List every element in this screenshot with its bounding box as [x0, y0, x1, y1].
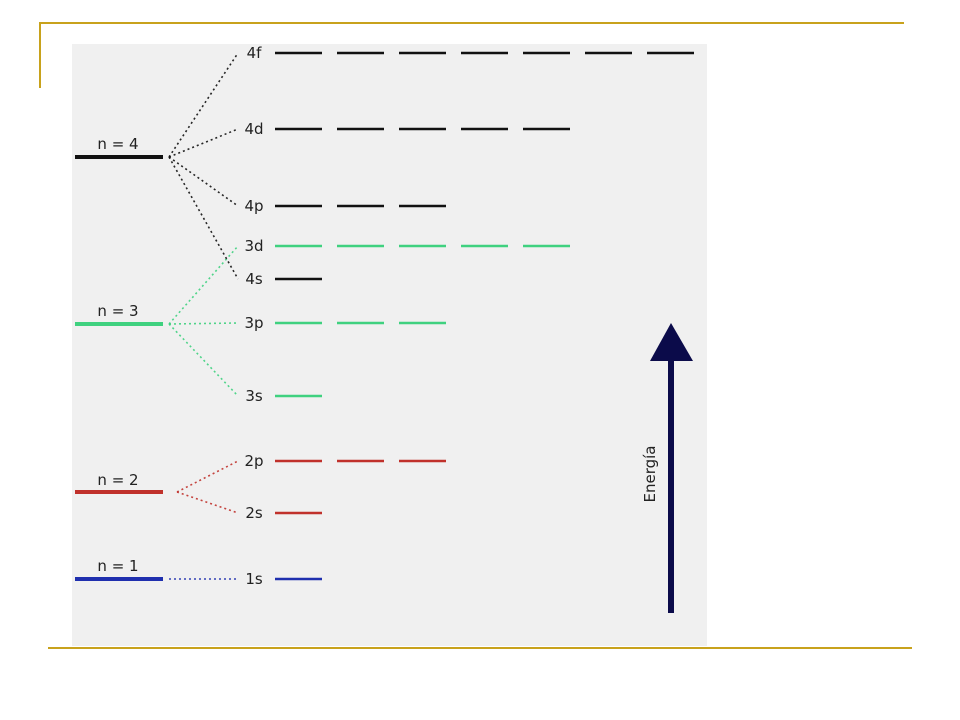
subshell-level: 3s	[245, 387, 322, 405]
connector-line	[176, 460, 239, 493]
connector-line	[168, 156, 239, 280]
connector-line	[168, 322, 239, 325]
subshell-label: 2s	[245, 504, 263, 522]
subshell-level: 4f	[247, 44, 694, 62]
energy-axis-label: Energía	[641, 446, 659, 503]
energy-level-figure: n = 1 n = 2 n = 3 n = 4 1s 2s 2p 3s 3p 3d 4s 4p 4d 4…	[72, 44, 707, 646]
subshell-level: 1s	[245, 570, 322, 588]
subshell-level: 4s	[245, 270, 322, 288]
connector-line	[168, 52, 239, 158]
shell-label: n = 4	[97, 135, 138, 153]
left-rule	[39, 22, 41, 88]
subshell-level: 3d	[244, 237, 570, 255]
energy-arrow: Energía	[641, 323, 693, 613]
subshell-label: 4d	[244, 120, 263, 138]
energy-arrow-head	[650, 323, 693, 361]
energy-level-diagram: n = 1 n = 2 n = 3 n = 4 1s 2s 2p 3s 3p 3d 4s 4p 4d 4…	[75, 44, 694, 613]
subshell-levels: 1s 2s 2p 3s 3p 3d 4s 4p 4d 4f	[244, 44, 694, 588]
connector-line	[168, 128, 239, 158]
shell-level: n = 4	[75, 135, 163, 159]
shell-levels: n = 1 n = 2 n = 3 n = 4	[75, 135, 163, 581]
subshell-level: 2s	[245, 504, 322, 522]
subshell-label: 4p	[244, 197, 263, 215]
subshell-label: 3d	[244, 237, 263, 255]
subshell-level: 4d	[244, 120, 570, 138]
bottom-rule	[48, 647, 912, 649]
shell-level: n = 1	[75, 557, 163, 581]
connector-lines	[168, 52, 239, 580]
subshell-label: 4s	[245, 270, 263, 288]
connector-line	[176, 491, 239, 514]
subshell-label: 2p	[244, 452, 263, 470]
connector-line	[168, 156, 239, 207]
shell-label: n = 2	[97, 471, 138, 489]
subshell-label: 1s	[245, 570, 263, 588]
shell-level: n = 3	[75, 302, 163, 326]
subshell-label: 3s	[245, 387, 263, 405]
shell-label: n = 3	[97, 302, 138, 320]
subshell-label: 4f	[247, 44, 263, 62]
connector-line	[168, 323, 239, 397]
subshell-level: 4p	[244, 197, 446, 215]
connector-line	[168, 245, 239, 325]
subshell-level: 2p	[244, 452, 446, 470]
subshell-level: 3p	[244, 314, 446, 332]
top-rule	[40, 22, 904, 24]
subshell-label: 3p	[244, 314, 263, 332]
shell-label: n = 1	[97, 557, 138, 575]
shell-level: n = 2	[75, 471, 163, 494]
